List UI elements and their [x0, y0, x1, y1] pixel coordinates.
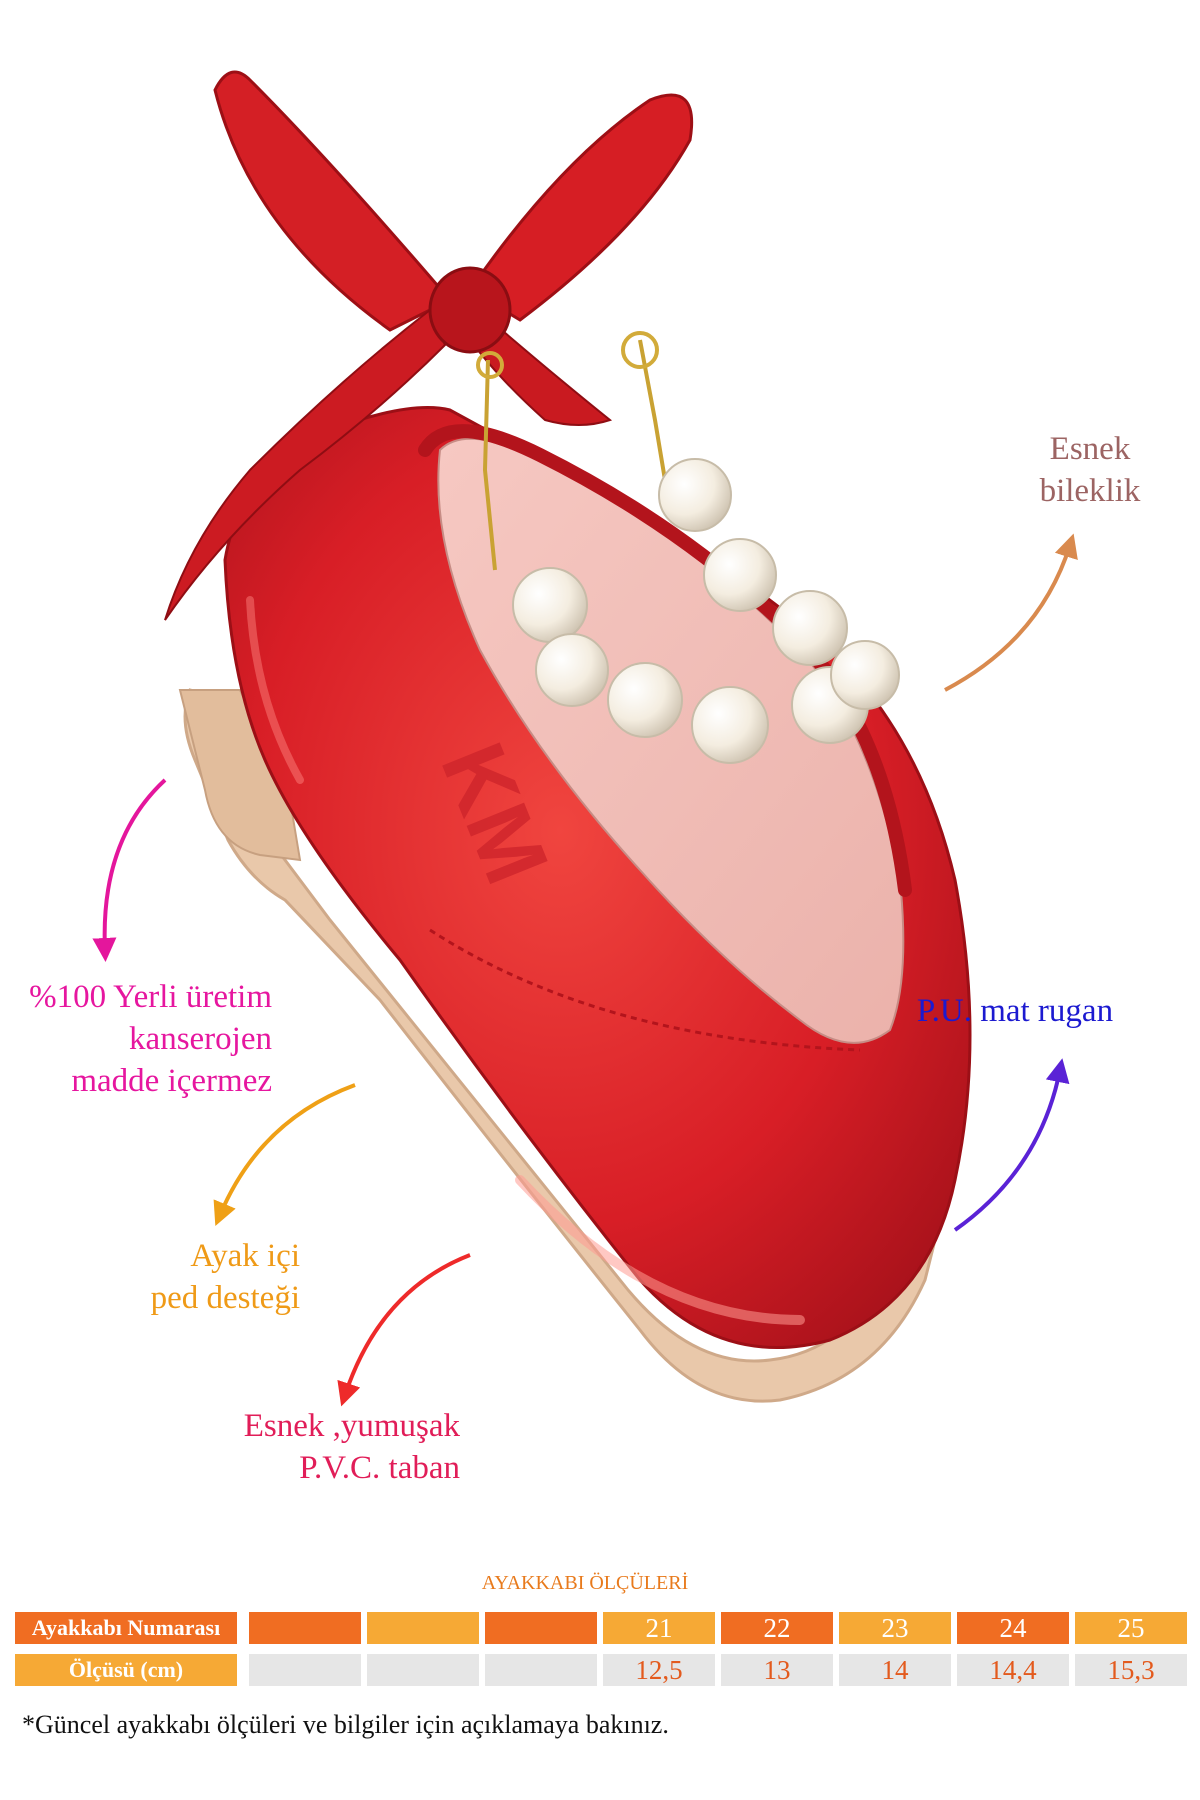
size-cell: 24 — [957, 1612, 1069, 1644]
pearl — [535, 633, 609, 707]
arrow-rugan — [953, 1058, 1070, 1232]
pearl — [691, 686, 769, 764]
size-cell — [249, 1612, 361, 1644]
pearl — [607, 662, 683, 738]
callout-line: %100 Yerli üretim — [29, 979, 272, 1015]
chain-ring-left — [476, 351, 504, 379]
callout-line: ped desteği — [150, 1280, 300, 1316]
length-cell — [367, 1654, 479, 1686]
callout-line: bileklik — [1039, 473, 1141, 509]
length-row-label: Ölçüsü (cm) — [15, 1654, 237, 1686]
callout-insole-pad: Ayak içi ped desteği — [100, 1235, 300, 1319]
size-row-label: Ayakkabı Numarası — [15, 1612, 237, 1644]
shoe-sole — [183, 688, 937, 1403]
callout-local-production: %100 Yerli üretim kanserojen madde içerm… — [10, 976, 272, 1102]
shoe-illustration: KM — [92, 70, 1078, 1407]
shoe-shine-heel — [246, 596, 304, 784]
callout-sole: Esnek ,yumuşak P.V.C. taban — [180, 1405, 460, 1489]
arrow-taban — [337, 1253, 471, 1407]
shoe-shine — [515, 1175, 805, 1325]
length-cell: 15,3 — [1075, 1654, 1187, 1686]
pearl — [772, 590, 848, 666]
callout-line: P.V.C. taban — [299, 1450, 460, 1486]
pearl — [830, 640, 900, 710]
callout-line: madde içermez — [71, 1063, 272, 1099]
size-cell: 23 — [839, 1612, 951, 1644]
pearl — [512, 567, 588, 643]
pearl — [658, 458, 732, 532]
length-cell: 12,5 — [603, 1654, 715, 1686]
callout-line: P.U. mat rugan — [916, 993, 1114, 1029]
length-cell: 14 — [839, 1654, 951, 1686]
pearl-strap — [512, 458, 900, 764]
shoe-toe-seam — [429, 928, 861, 1052]
shoe-heel — [178, 689, 302, 862]
length-cell — [485, 1654, 597, 1686]
size-cell — [485, 1612, 597, 1644]
chain-left — [482, 359, 497, 571]
arrow-yerli — [92, 778, 167, 962]
callout-line: Esnek ,yumuşak — [243, 1408, 460, 1444]
size-table-title: AYAKKABI ÖLÇÜLERİ — [481, 1572, 689, 1594]
size-cell: 25 — [1075, 1612, 1187, 1644]
size-cell: 21 — [603, 1612, 715, 1644]
size-cell — [367, 1612, 479, 1644]
callout-elastic-strap: Esnek bileklik — [1010, 428, 1170, 512]
pearl — [703, 538, 777, 612]
callout-line: Esnek — [1049, 431, 1131, 467]
ribbon-knot — [428, 266, 512, 354]
length-cell: 13 — [721, 1654, 833, 1686]
footnote: *Güncel ayakkabı ölçüleri ve bilgiler iç… — [22, 1710, 669, 1739]
length-cell: 14,4 — [957, 1654, 1069, 1686]
ribbon-tail-left — [164, 308, 447, 621]
callout-patent-leather: P.U. mat rugan — [900, 990, 1130, 1032]
callout-line: kanserojen — [129, 1021, 272, 1057]
ribbon-loop-left — [213, 70, 453, 332]
callout-line: Ayak içi — [190, 1238, 300, 1274]
chain-ring-right — [621, 331, 659, 369]
ribbon-loop-right — [467, 93, 694, 322]
size-cell: 22 — [721, 1612, 833, 1644]
arrow-ped — [213, 1083, 356, 1227]
arrow-bileklik — [944, 533, 1078, 692]
length-cell — [249, 1654, 361, 1686]
